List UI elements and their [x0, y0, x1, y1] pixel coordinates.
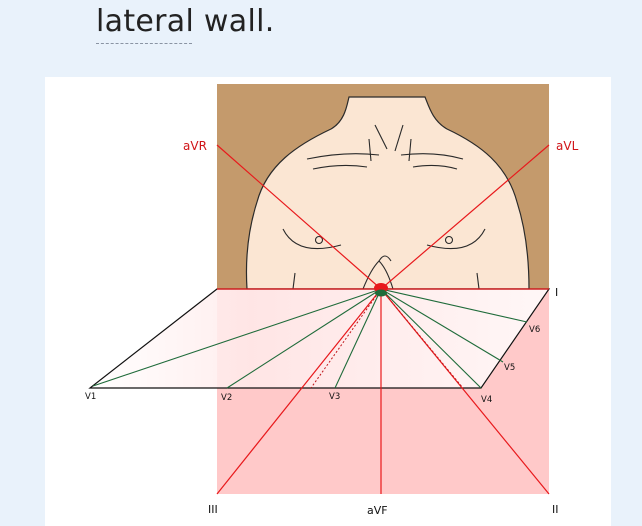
label-avr: aVR	[183, 139, 207, 153]
precordial-lead-lines	[92, 288, 528, 389]
torso-silhouette	[245, 96, 530, 290]
section-heading: lateral wall.	[96, 4, 275, 39]
horizontal-plane	[88, 288, 551, 389]
label-lead-iii: III	[208, 503, 218, 516]
heading-link-underline	[96, 43, 192, 44]
label-lead-i: I	[555, 286, 558, 299]
label-v1: V1	[85, 392, 96, 402]
label-avl: aVL	[556, 139, 579, 153]
label-lead-ii: II	[552, 503, 559, 516]
label-v5: V5	[504, 363, 515, 373]
label-v6: V6	[529, 325, 540, 335]
heart-marker-green	[375, 289, 387, 297]
projection-dashes	[310, 288, 464, 389]
diagram-panel: aVR aVL I III aVF II V1 V2 V3 V4 V5 V6	[45, 77, 611, 526]
label-v3: V3	[329, 392, 340, 402]
ecg-lead-diagram: aVR aVL I III aVF II V1 V2 V3 V4 V5 V6	[85, 84, 579, 517]
label-avf: aVF	[367, 504, 388, 517]
label-v2: V2	[221, 393, 232, 403]
label-v4: V4	[481, 395, 492, 405]
